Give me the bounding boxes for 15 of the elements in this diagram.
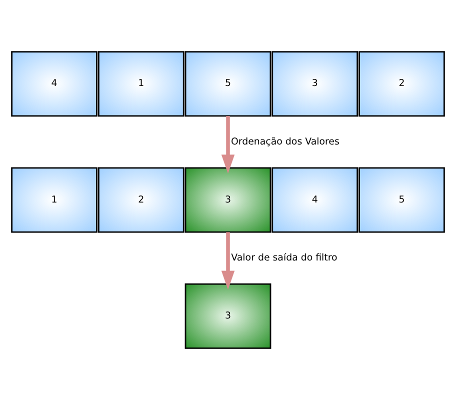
node-box: 3 bbox=[272, 51, 358, 117]
node-box: 5 bbox=[184, 51, 272, 117]
node-box: 4 bbox=[272, 167, 358, 233]
node-box: 1 bbox=[98, 51, 184, 117]
node-box: 3 bbox=[184, 167, 272, 233]
arrow bbox=[221, 232, 235, 290]
edge-label: Ordenação dos Valores bbox=[230, 136, 340, 148]
node-box: 4 bbox=[11, 51, 98, 117]
node-box: 1 bbox=[11, 167, 98, 233]
node-box: 2 bbox=[358, 51, 445, 117]
node-box: 3 bbox=[184, 283, 272, 349]
node-box: 5 bbox=[358, 167, 445, 233]
node-box: 2 bbox=[98, 167, 184, 233]
edge-label: Valor de saída do filtro bbox=[231, 252, 338, 264]
arrow bbox=[221, 116, 235, 174]
